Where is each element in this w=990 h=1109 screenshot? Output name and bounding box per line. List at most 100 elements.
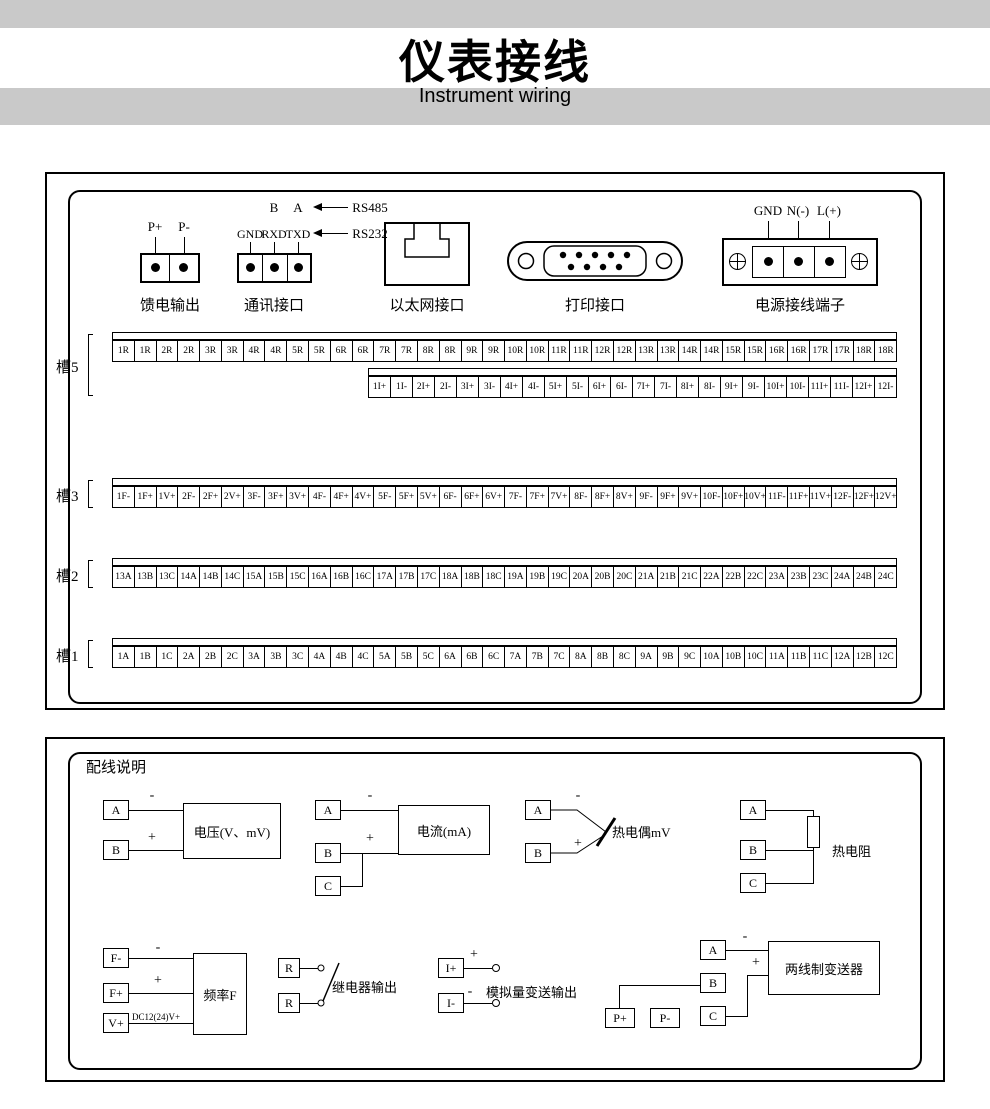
left-arrow-icon: [313, 229, 322, 237]
pin-label: RXD: [261, 227, 287, 241]
terminal-cell: 14R: [679, 341, 702, 361]
terminal-cell: 4F-: [309, 487, 331, 507]
terminal-cell: 20A: [570, 567, 593, 587]
terminal-cell: 1F-: [113, 487, 135, 507]
terminal-cell: 4F+: [331, 487, 353, 507]
printer-port-icon: [507, 241, 683, 281]
arrow-line: [322, 233, 348, 234]
wire: [155, 237, 156, 253]
terminal-cell: 3R: [200, 341, 222, 361]
terminal-cell: 23A: [766, 567, 789, 587]
terminal-dot: [270, 263, 279, 272]
terminal-cell: 12V+: [875, 492, 897, 502]
pin-label: GND: [237, 227, 263, 241]
terminal-cell: 14B: [200, 567, 222, 587]
signal-type-label: 继电器输出: [332, 980, 398, 995]
terminal-cell: 1F+: [135, 487, 157, 507]
terminal-cell: 8B: [592, 647, 614, 667]
terminal-cell: 3R: [222, 341, 244, 361]
terminal-cell: 11I+: [809, 377, 831, 397]
terminal-cell: 6F-: [440, 487, 462, 507]
wire: [747, 975, 748, 1017]
terminal-box: B: [525, 843, 551, 863]
terminal-cell: 16R: [766, 341, 789, 361]
block-divider: [814, 247, 815, 277]
terminal-cell: 16C: [353, 567, 375, 587]
terminal-cell: 11R: [570, 341, 593, 361]
terminal-cell: 8R: [440, 341, 462, 361]
connector-label: 打印接口: [564, 298, 626, 314]
terminal-cell: 7F+: [527, 487, 549, 507]
slot-label: 槽2: [56, 569, 79, 585]
terminal-box: V+: [103, 1013, 129, 1033]
terminal-cell: 3C: [287, 647, 310, 667]
terminal-cell: 9R: [462, 341, 484, 361]
wire: [184, 237, 185, 253]
terminal-cell: 13C: [157, 567, 179, 587]
terminal-cell: 13R: [636, 341, 658, 361]
wire: [362, 853, 363, 887]
pin-label: P-: [178, 219, 190, 234]
wire: [766, 883, 814, 884]
terminal-cell: 18R: [854, 341, 876, 361]
terminal-cell: 22B: [723, 567, 745, 587]
terminal-cell: 17A: [374, 567, 397, 587]
terminal-cell: 7C: [549, 647, 571, 667]
terminal-cell: 6C: [483, 647, 506, 667]
terminal-cell: 2I+: [413, 377, 435, 397]
pin-label: GND: [753, 203, 783, 218]
terminal-cell: 10F+: [723, 487, 745, 507]
terminal-cell: 9I-: [743, 377, 765, 397]
rs485-pin-a: A: [293, 200, 303, 215]
terminal-cell: 12I+: [853, 377, 875, 397]
terminal-cell: 24A: [832, 567, 854, 587]
terminal-cell: 20B: [592, 567, 614, 587]
terminal-cell: 1A: [113, 647, 135, 667]
terminal-cell: 12C: [877, 652, 894, 662]
terminal-dot: [794, 257, 803, 266]
terminal-cell: 5R: [287, 341, 310, 361]
terminal-cell: 7I-: [655, 377, 677, 397]
wire: [798, 221, 799, 246]
terminal-cell: 9A: [636, 647, 658, 667]
terminal-cell: 10I-: [787, 377, 809, 397]
polarity-minus: -: [467, 984, 473, 999]
terminal-cell: 21C: [679, 567, 702, 587]
relay-contact-icon: [317, 962, 340, 1007]
terminal-cell: 1R: [113, 341, 135, 361]
polarity-minus: -: [575, 788, 581, 803]
terminal-cell: 5F+: [396, 487, 418, 507]
wire: [300, 968, 318, 969]
polarity-plus: +: [574, 836, 582, 851]
terminal-box: F+: [103, 983, 129, 1003]
wire: [726, 1016, 747, 1017]
terminal-strip-bar: [112, 332, 897, 340]
terminal-box: A: [103, 800, 129, 820]
terminal-cell: 22C: [745, 567, 767, 587]
signal-type-box: 两线制变送器: [768, 941, 880, 995]
terminal-cell: 24B: [854, 567, 876, 587]
signal-type-box: 频率F: [193, 953, 247, 1035]
terminal-cell: 6A: [440, 647, 462, 667]
header-top-bar: [0, 0, 990, 28]
terminal-cell: 12F-: [832, 487, 854, 507]
wire: [250, 242, 251, 253]
terminal-cell: 1B: [135, 647, 157, 667]
terminal-dot: [151, 263, 160, 272]
terminal-cell: 1R: [135, 341, 157, 361]
polarity-plus: +: [154, 973, 162, 988]
terminal-cell: 8V+: [614, 487, 636, 507]
wire: [341, 886, 362, 887]
terminal-cell: 2I-: [435, 377, 457, 397]
terminal-cell: 7A: [505, 647, 527, 667]
polarity-minus: -: [155, 940, 161, 955]
terminal-cell: 14A: [178, 567, 201, 587]
